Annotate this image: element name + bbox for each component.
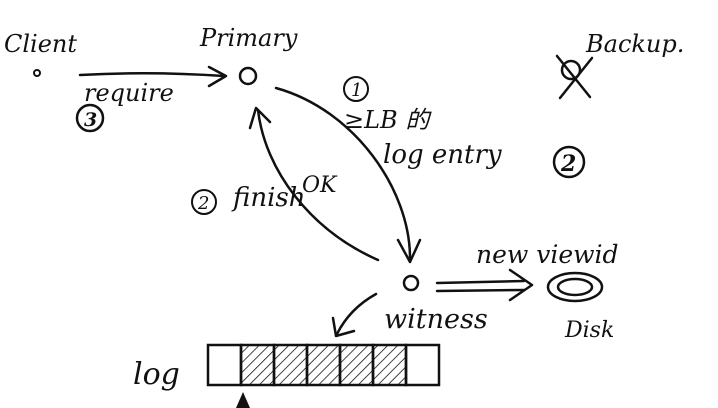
log-cell-filled (371, 343, 408, 387)
log-pointer-icon (236, 392, 250, 408)
witness-to-log-arrow (335, 292, 378, 336)
log-entry-arrowhead-icon (396, 238, 422, 264)
new-view-arrow (435, 279, 526, 293)
new-view-arrowhead-icon (508, 268, 534, 302)
step2-backup-marker: 2 (560, 151, 576, 177)
backup-cross-icon (555, 54, 594, 100)
finish-arrowhead-icon (248, 106, 272, 130)
step3-marker: 3 (84, 109, 97, 131)
log-cell-filled (239, 343, 276, 387)
client-label: Client (4, 30, 77, 58)
finish-label: finish (231, 183, 306, 213)
step2-finish-marker-icon (191, 189, 217, 215)
log-cell-empty (206, 343, 243, 387)
log-cell-filled (305, 343, 342, 387)
step1-marker-icon (343, 76, 369, 102)
disk-label: Disk (564, 318, 614, 343)
require-arrowhead-icon (207, 65, 228, 88)
log-cell-filled (338, 343, 375, 387)
backup-label: Backup. (585, 30, 684, 58)
backup-node (560, 59, 582, 81)
log-label: log (133, 357, 180, 392)
new-view-label: new viewid (476, 240, 619, 269)
primary-node (238, 66, 258, 86)
ok-label: OK (302, 173, 338, 198)
witness-label: witness (384, 304, 488, 335)
require-arrow (78, 71, 226, 78)
log-cell-empty (404, 343, 441, 387)
log-entry-arrow (274, 86, 412, 260)
client-node (33, 69, 41, 77)
witness-node (402, 274, 420, 292)
step1-marker: 1 (351, 80, 362, 101)
step1-label-line1: ≥LB 的 (344, 106, 432, 134)
disk-icon (546, 271, 604, 303)
step1-label-line2: log entry (383, 140, 502, 170)
step2-finish-marker: 2 (197, 193, 209, 214)
log-array (206, 343, 441, 387)
finish-arrow (256, 108, 380, 262)
require-label: require (84, 79, 174, 107)
step2-backup-marker-icon (552, 145, 586, 179)
log-cell-filled (272, 343, 309, 387)
disk-inner-icon (556, 277, 594, 297)
step3-marker-icon (75, 103, 105, 133)
witness-to-log-arrowhead-icon (331, 316, 356, 338)
primary-label: Primary (199, 24, 298, 52)
